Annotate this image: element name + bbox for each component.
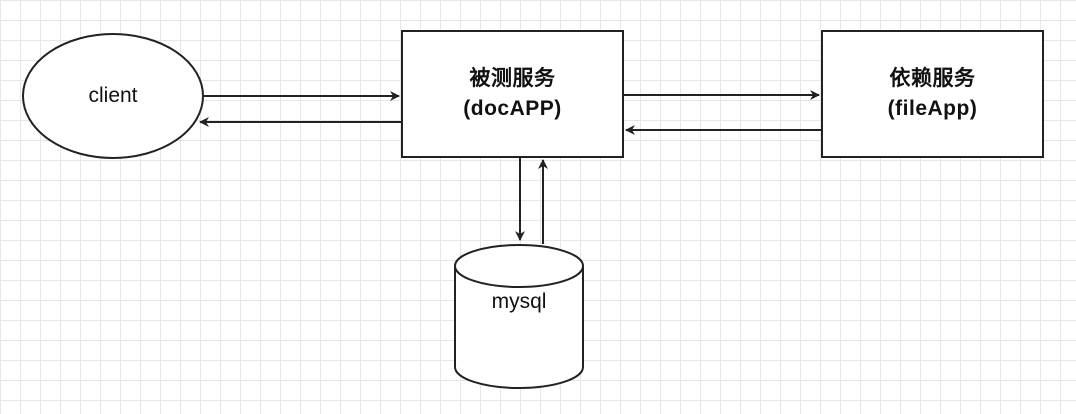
database-node-label: mysql xyxy=(491,290,547,313)
dependent-service-node-shape[interactable] xyxy=(821,30,1044,158)
service-under-test-node-label-wrap: 被测服务 (docAPP) xyxy=(402,31,623,157)
service-under-test-node-shape[interactable] xyxy=(401,30,624,158)
database-node-label-wrap: mysql xyxy=(455,282,583,322)
database-node-shape[interactable] xyxy=(454,244,584,389)
service-under-test-name: 被测服务 xyxy=(469,67,556,90)
client-node-shape[interactable] xyxy=(22,33,204,159)
dependent-service-app: (fileApp) xyxy=(887,97,978,120)
service-under-test-app: (docAPP) xyxy=(463,97,562,120)
client-node-label: client xyxy=(88,84,138,107)
dependent-service-name: 依赖服务 xyxy=(889,67,976,90)
client-node-label-wrap: client xyxy=(23,34,203,158)
dependent-service-node-label-wrap: 依赖服务 (fileApp) xyxy=(822,31,1043,157)
